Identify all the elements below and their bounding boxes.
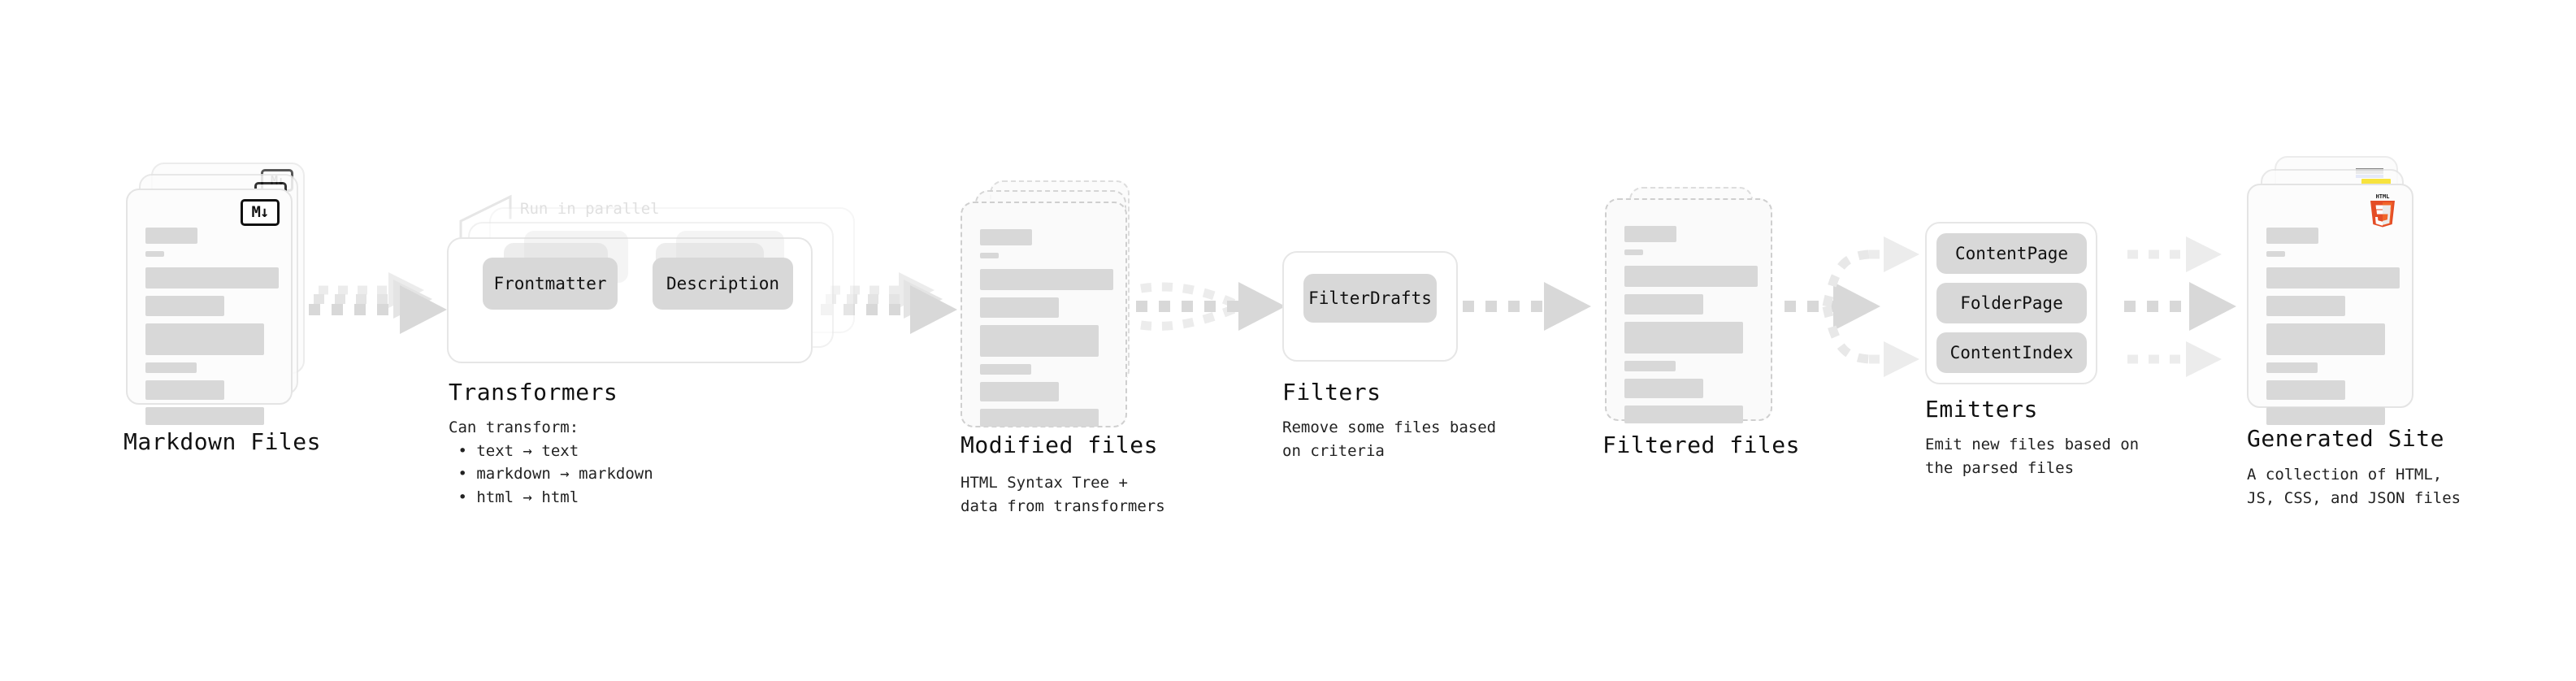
- stage-sub-modified-files: HTML Syntax Tree + data from transformer…: [961, 474, 1165, 515]
- skeleton-bar: [145, 267, 279, 288]
- stage-title-markdown-files: Markdown Files: [124, 428, 322, 455]
- connector-filtered-to-emitters: [1785, 236, 1919, 377]
- markdown-skeleton: [145, 228, 279, 432]
- skeleton-bar: [980, 253, 999, 258]
- stage-markdown-files: M↓ M↓ M↓: [126, 163, 305, 425]
- skeleton-bar: [2266, 228, 2318, 244]
- skeleton-bar: [2266, 267, 2400, 288]
- generated-document-stack: HTML: [2247, 156, 2434, 425]
- connector-markdown-to-transformers: [309, 272, 447, 334]
- skeleton-bar: [1624, 322, 1743, 354]
- skeleton-bar: [145, 362, 197, 373]
- skeleton-bar: [145, 228, 197, 244]
- transformer-chip-description[interactable]: Description: [653, 258, 793, 310]
- emitters-chip-folderpage[interactable]: FolderPage: [1936, 283, 2087, 323]
- filtered-document-stack: [1605, 187, 1784, 423]
- modified-document-stack: [961, 180, 1147, 427]
- skeleton-bar: [2266, 296, 2345, 316]
- markdown-document-front: M↓: [126, 189, 293, 425]
- skeleton-bar: [2266, 380, 2345, 400]
- filtered-document-front: [1605, 198, 1772, 423]
- stage-sub-emitters: Emit new files based on the parsed files: [1925, 436, 2140, 477]
- stage-sub-generated-site: A collection of HTML, JS, CSS, and JSON …: [2247, 466, 2461, 507]
- stage-sub-transformers: Can transform: • text → text • markdown …: [449, 419, 653, 506]
- generated-document-html: HTML: [2247, 184, 2413, 425]
- stage-generated-site: HTML: [2247, 156, 2434, 425]
- skeleton-bar: [1624, 226, 1676, 242]
- skeleton-bar: [1624, 361, 1676, 371]
- skeleton-bar: [145, 380, 224, 400]
- emitters-chip-contentindex[interactable]: ContentIndex: [1936, 332, 2087, 373]
- emitters-chip-contentpage[interactable]: ContentPage: [1936, 233, 2087, 274]
- skeleton-bar: [980, 409, 1099, 427]
- skeleton-bar: [980, 297, 1059, 318]
- stage-title-generated-site: Generated Site: [2247, 425, 2445, 452]
- stage-modified-files: [961, 180, 1147, 427]
- stage-title-filters: Filters: [1282, 379, 1381, 406]
- generated-skeleton: [2266, 228, 2400, 432]
- stage-filtered-files: [1605, 187, 1784, 423]
- stage-title-modified-files: Modified files: [961, 432, 1159, 458]
- stage-sub-filters: Remove some files based on criteria: [1282, 419, 1497, 460]
- skeleton-bar: [2266, 323, 2385, 355]
- transformer-chip-frontmatter[interactable]: Frontmatter: [483, 258, 618, 310]
- skeleton-bar: [145, 296, 224, 316]
- skeleton-bar: [2266, 362, 2318, 373]
- filters-chip-filterdrafts[interactable]: FilterDrafts: [1303, 274, 1437, 323]
- skeleton-bar: [145, 251, 164, 257]
- run-in-parallel-label: Run in parallel: [520, 200, 660, 218]
- skeleton-bar: [1624, 249, 1643, 255]
- skeleton-bar: [145, 407, 264, 425]
- markdown-document-stack: M↓ M↓ M↓: [126, 163, 305, 425]
- modified-skeleton: [980, 229, 1113, 434]
- connector-modified-to-filters: [1136, 282, 1286, 331]
- skeleton-bar: [980, 364, 1031, 375]
- skeleton-bar: [980, 269, 1113, 290]
- markdown-icon: M↓: [241, 199, 280, 226]
- skeleton-bar: [1624, 406, 1743, 423]
- stage-title-transformers: Transformers: [449, 379, 618, 406]
- skeleton-bar: [2266, 407, 2385, 425]
- connector-filters-to-filtered: [1463, 282, 1591, 331]
- stage-title-emitters: Emitters: [1925, 396, 2038, 423]
- connector-emitters-to-site: [2124, 236, 2236, 377]
- modified-document-front: [961, 202, 1127, 427]
- skeleton-bar: [145, 323, 264, 355]
- svg-text:HTML: HTML: [2376, 193, 2390, 200]
- skeleton-bar: [980, 382, 1059, 401]
- skeleton-bar: [1624, 379, 1703, 398]
- skeleton-bar: [1624, 294, 1703, 314]
- skeleton-bar: [2266, 251, 2285, 257]
- skeleton-bar: [1624, 266, 1758, 287]
- stage-title-filtered-files: Filtered files: [1602, 432, 1801, 458]
- skeleton-bar: [980, 325, 1099, 357]
- html5-icon: HTML: [2366, 192, 2399, 229]
- skeleton-bar: [980, 229, 1032, 245]
- filtered-skeleton: [1624, 226, 1758, 431]
